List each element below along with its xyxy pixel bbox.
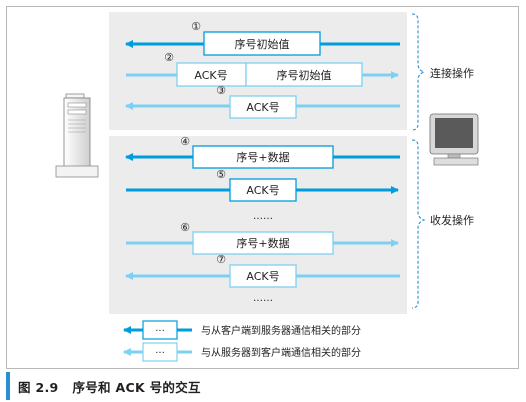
ellipsis-1: …… xyxy=(253,211,273,222)
server-tower-icon xyxy=(55,93,99,178)
legend-server-to-client-text: 与从服务器到客户端通信相关的部分 xyxy=(201,346,361,359)
step-4-label: 序号+数据 xyxy=(236,150,289,164)
step-6-number: ⑥ xyxy=(180,221,190,234)
step-2-arrow: ACK号 序号初始值 ② xyxy=(126,51,399,87)
client-monitor-icon xyxy=(429,113,479,166)
step-2-label-ack: ACK号 xyxy=(194,69,227,82)
connect-group-label: 连接操作 xyxy=(430,66,474,80)
step-7-label: ACK号 xyxy=(246,270,279,283)
step-3-label: ACK号 xyxy=(246,101,279,114)
step-7-arrow: ACK号 ⑦ xyxy=(125,253,400,288)
transfer-group-label: 收发操作 xyxy=(430,213,474,227)
caption-accent-bar xyxy=(6,372,10,400)
step-5-label: ACK号 xyxy=(246,184,279,197)
step-6-label: 序号+数据 xyxy=(236,236,289,250)
step-3-number: ③ xyxy=(216,84,226,97)
step-4-arrow: 序号+数据 ④ xyxy=(125,135,400,169)
step-6-arrow: 序号+数据 ⑥ xyxy=(126,221,399,255)
transfer-group-bracket xyxy=(411,139,426,309)
step-7-number: ⑦ xyxy=(216,253,226,266)
legend-client-to-server-text: 与从客户端到服务器通信相关的部分 xyxy=(201,324,361,337)
step-5-number: ⑤ xyxy=(216,168,226,181)
legend-key-dark: ··· xyxy=(155,326,165,337)
step-4-number: ④ xyxy=(180,135,190,148)
legend-server-to-client: ··· 与从服务器到客户端通信相关的部分 xyxy=(123,342,361,362)
step-1-label: 序号初始值 xyxy=(235,37,290,51)
step-2-label-seq: 序号初始值 xyxy=(277,68,332,82)
connect-group-bracket xyxy=(411,13,426,131)
legend-client-to-server: ··· 与从客户端到服务器通信相关的部分 xyxy=(123,320,361,340)
step-1-arrow: 序号初始值 ① xyxy=(125,20,400,56)
step-5-arrow: ACK号 ⑤ xyxy=(126,168,399,202)
step-1-number: ① xyxy=(191,20,201,33)
ellipsis-2: …… xyxy=(253,293,273,304)
step-2-number: ② xyxy=(164,51,174,64)
step-3-arrow: ACK号 ③ xyxy=(125,84,400,119)
figure-caption: 图 2.9 序号和 ACK 号的交互 xyxy=(18,380,201,395)
legend-key-light: ··· xyxy=(155,348,165,359)
